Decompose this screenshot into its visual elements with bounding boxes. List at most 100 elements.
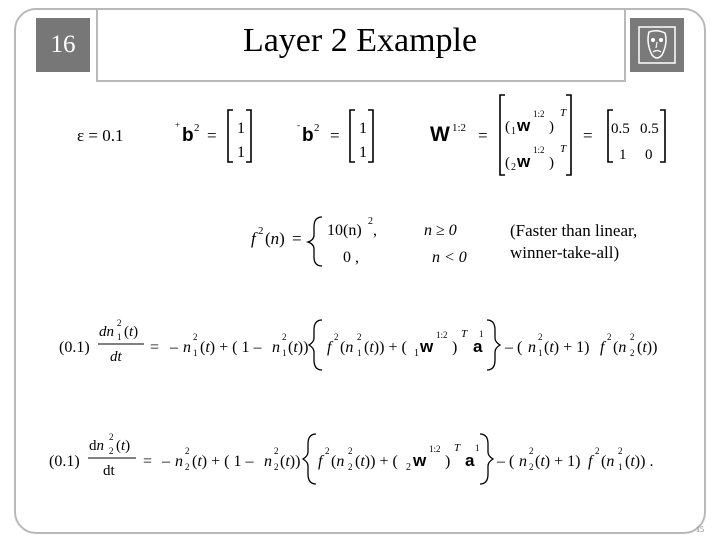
svg-text:): ) — [445, 453, 450, 470]
svg-text:2: 2 — [595, 446, 600, 456]
transfer-function: f 2 (n) = 10(n) 2 , 0 , n ≥ 0 n < 0 — [251, 216, 467, 267]
page-number: 15 — [696, 525, 704, 534]
svg-text:–: – — [161, 453, 171, 470]
w12-equation: W 1:2 = ( 1 w 1:2 ) T ( 2 w 1:2 ) T = 0.… — [430, 94, 666, 176]
svg-text:2: 2 — [314, 122, 320, 134]
svg-text:2: 2 — [357, 332, 362, 342]
svg-text:dn: dn — [99, 324, 114, 340]
svg-text:2: 2 — [630, 332, 635, 342]
header-rule — [96, 80, 626, 82]
svg-text:2: 2 — [630, 348, 635, 358]
transfer-cond-2: n < 0 — [432, 249, 467, 266]
ode-neuron-1: (0.1) dn 2 1 (t) dt = – n 2 1 (t) + ( 1 … — [59, 318, 657, 371]
svg-text:a: a — [465, 451, 475, 470]
plus-b2-cell: 1 — [237, 144, 245, 161]
minus-b2-cell: 1 — [359, 120, 367, 137]
svg-text:=: = — [478, 126, 488, 145]
w-matrix-cell: 1 — [619, 147, 627, 163]
svg-text:2: 2 — [109, 446, 114, 456]
transfer-cond-1: n ≥ 0 — [424, 222, 457, 239]
svg-text:T: T — [560, 107, 567, 119]
svg-text:n: n — [519, 453, 527, 470]
svg-text:f: f — [251, 229, 258, 248]
svg-text:): ) — [549, 119, 554, 135]
svg-text:2: 2 — [334, 332, 339, 342]
svg-text:2: 2 — [529, 462, 534, 472]
svg-text:2: 2 — [607, 332, 612, 342]
svg-text:f: f — [327, 339, 334, 356]
svg-text:1: 1 — [414, 348, 419, 359]
svg-text:(t)) + (: (t)) + ( — [364, 339, 407, 356]
svg-text:2: 2 — [185, 462, 190, 472]
svg-text:f: f — [318, 453, 325, 470]
svg-text:– (: – ( — [504, 339, 522, 356]
svg-text:2: 2 — [109, 432, 114, 442]
svg-text:b: b — [182, 125, 194, 146]
slide-frame — [14, 8, 706, 534]
svg-text:2: 2 — [274, 446, 279, 456]
svg-text:(n: (n — [613, 339, 626, 356]
svg-text:(n: (n — [340, 339, 353, 356]
svg-text:n: n — [272, 339, 280, 356]
ode-neuron-2: (0.1) dn 2 2 (t) dt = – n 2 2 (t) + ( 1 … — [49, 432, 653, 485]
svg-text:1: 1 — [475, 443, 480, 453]
svg-text:1:2: 1:2 — [429, 444, 441, 454]
svg-text:1: 1 — [357, 348, 362, 358]
svg-text:(t) + ( 1 –: (t) + ( 1 – — [200, 339, 262, 356]
svg-text:(0.1): (0.1) — [59, 339, 90, 356]
svg-text:-: - — [297, 120, 300, 130]
svg-text:): ) — [452, 339, 457, 356]
svg-text:1:2: 1:2 — [533, 109, 545, 119]
svg-text:1: 1 — [479, 329, 484, 339]
w-matrix-cell: 0.5 — [640, 121, 659, 137]
svg-text:dt: dt — [103, 463, 116, 479]
svg-text:T: T — [461, 328, 468, 340]
svg-text:(t) + 1): (t) + 1) — [544, 339, 589, 356]
svg-text:w: w — [516, 152, 531, 171]
svg-text:n: n — [183, 339, 191, 356]
svg-text:,: , — [373, 222, 377, 239]
svg-text:1: 1 — [117, 332, 122, 342]
svg-text:(t) + 1): (t) + 1) — [535, 453, 580, 470]
svg-text:=: = — [207, 126, 217, 145]
svg-text:T: T — [454, 442, 461, 454]
w-matrix-cell: 0.5 — [611, 121, 630, 137]
svg-text:(: ( — [505, 119, 510, 135]
svg-text:(t)) + (: (t)) + ( — [355, 453, 398, 470]
svg-text:n: n — [264, 453, 272, 470]
svg-text:1:2: 1:2 — [452, 122, 466, 134]
transfer-case-2: 0 , — [343, 249, 359, 266]
svg-text:1: 1 — [511, 126, 516, 137]
transfer-case-1: 10(n) — [327, 222, 362, 239]
svg-text:2: 2 — [325, 446, 330, 456]
svg-text:T: T — [560, 143, 567, 155]
svg-text:=: = — [143, 453, 152, 470]
plus-b2-equation: + b 2 = 1 1 — [175, 109, 252, 163]
svg-text:(t)): (t)) — [288, 339, 308, 356]
svg-text:=: = — [292, 229, 302, 248]
minus-b2-equation: - b 2 = 1 1 — [297, 109, 374, 163]
minus-b2-cell: 1 — [359, 144, 367, 161]
slide-number: 16 — [50, 31, 76, 58]
svg-text:1:2: 1:2 — [533, 145, 545, 155]
w-matrix-cell: 0 — [645, 147, 653, 163]
note-line-1: (Faster than linear, — [510, 221, 638, 240]
svg-text:2: 2 — [274, 462, 279, 472]
svg-text:2: 2 — [538, 332, 543, 342]
svg-text:=: = — [150, 339, 159, 356]
svg-text:2: 2 — [117, 318, 122, 328]
svg-text:f: f — [600, 339, 607, 356]
svg-text:): ) — [549, 155, 554, 171]
svg-text:(t): (t) — [116, 438, 130, 454]
svg-text:(t)) .: (t)) . — [625, 453, 653, 470]
slide-title: Layer 2 Example — [242, 22, 478, 59]
svg-text:1:2: 1:2 — [436, 330, 448, 340]
svg-text:w: w — [419, 337, 434, 356]
svg-text:(t)): (t)) — [280, 453, 300, 470]
face-logo-icon — [630, 18, 684, 72]
svg-text:(n: (n — [331, 453, 344, 470]
svg-text:=: = — [330, 126, 340, 145]
svg-text:(t): (t) — [124, 324, 138, 340]
svg-text:n: n — [175, 453, 183, 470]
svg-text:1: 1 — [618, 462, 623, 472]
